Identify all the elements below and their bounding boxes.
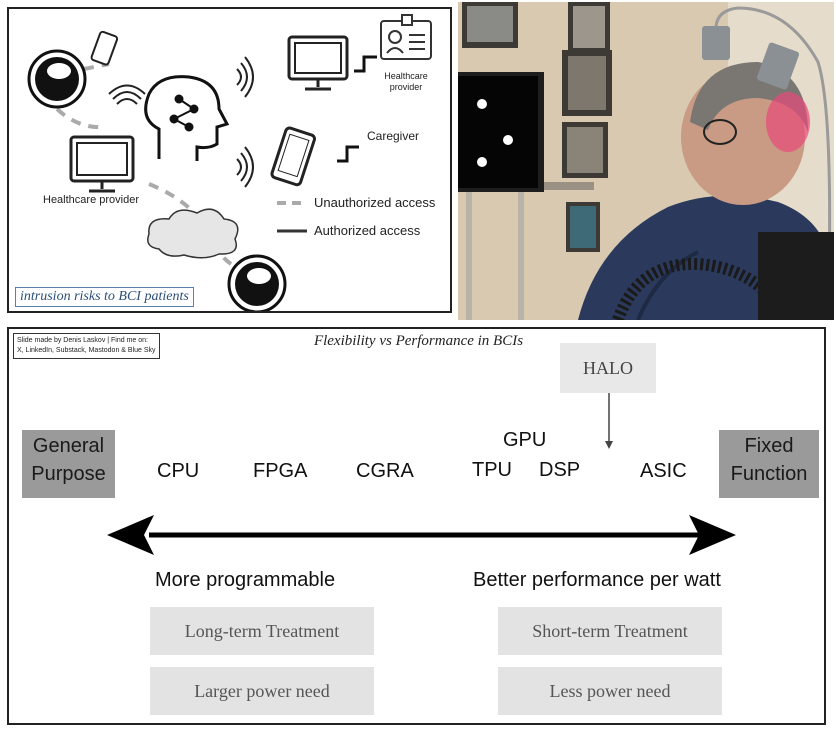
flexibility-performance-slide: Slide made by Denis Laskov | Find me on:… xyxy=(7,327,826,725)
proc-cpu: CPU xyxy=(157,460,200,482)
credit-line-1: Slide made by Denis Laskov | Find me on: xyxy=(17,337,148,344)
id-badge-icon xyxy=(380,14,432,60)
proc-asic: ASIC xyxy=(640,460,687,482)
healthcare-provider-left-label: Healthcare provider xyxy=(43,194,139,206)
proc-gpu: GPU xyxy=(503,429,547,451)
monitor-icon-left xyxy=(69,135,135,193)
caregiver-label: Caregiver xyxy=(367,129,420,143)
more-programmable-heading: More programmable xyxy=(155,569,336,591)
halo-pointer-head xyxy=(605,441,613,449)
long-term-treatment-box: Long-term Treatment xyxy=(150,607,374,655)
monitor-icon-top xyxy=(287,35,349,91)
wifi-icon xyxy=(108,84,146,105)
wifi-icon-3 xyxy=(236,146,254,188)
wifi-icon-2 xyxy=(236,56,254,98)
caregiver-phone-icon xyxy=(270,126,316,187)
intrusion-caption: intrusion risks to BCI patients xyxy=(15,287,194,307)
halo-box: HALO xyxy=(560,343,656,393)
better-performance-heading: Better performance per watt xyxy=(473,569,721,591)
authorized-access-label: Authorized access xyxy=(314,223,421,238)
general-purpose-line-1: General xyxy=(32,435,105,457)
intrusion-diagram xyxy=(27,14,432,311)
fixed-function-box: Fixed Function xyxy=(719,430,819,498)
proc-cgra: CGRA xyxy=(356,460,414,482)
slide-credit: Slide made by Denis Laskov | Find me on:… xyxy=(13,333,160,359)
unauthorized-access-label: Unauthorized access xyxy=(314,195,436,210)
healthcare-provider-top-label: Healthcare provider xyxy=(384,71,428,92)
phone-icon xyxy=(90,30,119,66)
less-power-need-box: Less power need xyxy=(498,667,722,715)
bci-patient-photo xyxy=(458,2,834,320)
fixed-function-line-2: Function xyxy=(730,463,808,485)
slide-arrows xyxy=(107,393,736,555)
proc-dsp: DSP xyxy=(539,459,581,481)
credit-line-2: X, LinkedIn, Substack, Mastodon & Blue S… xyxy=(17,347,156,354)
hacker-icon-2 xyxy=(227,254,287,311)
short-term-treatment-box: Short-term Treatment xyxy=(498,607,722,655)
hacker-icon xyxy=(27,49,87,109)
fixed-function-line-1: Fixed xyxy=(744,435,794,457)
larger-power-need-box: Larger power need xyxy=(150,667,374,715)
proc-tpu: TPU xyxy=(472,459,512,481)
proc-fpga: FPGA xyxy=(253,460,308,482)
left-arrowhead xyxy=(107,515,154,555)
brain-head-icon xyxy=(144,75,230,161)
bci-intrusion-panel: Healthcare provider Caregiver Healthcare… xyxy=(7,7,452,313)
general-purpose-line-2: Purpose xyxy=(31,463,106,485)
right-arrowhead xyxy=(689,515,736,555)
cloud-icon xyxy=(147,208,239,259)
general-purpose-box: General Purpose xyxy=(22,430,115,498)
patient-photo-illustration xyxy=(458,2,834,320)
slide-title: Flexibility vs Performance in BCIs xyxy=(313,333,524,349)
